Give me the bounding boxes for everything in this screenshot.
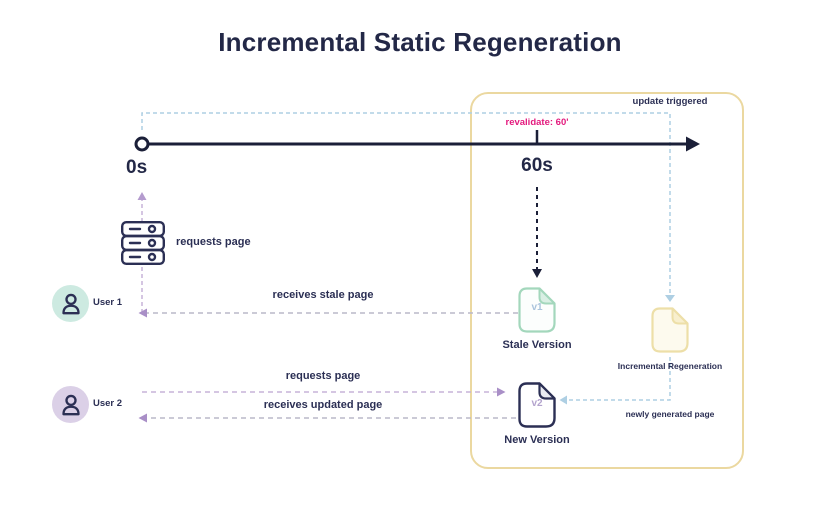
arrow-left-icon <box>138 308 147 318</box>
arrow-left-icon <box>559 395 567 405</box>
timeline <box>134 130 700 152</box>
timeline-arrowhead-icon <box>686 136 700 152</box>
new-version-label: New Version <box>504 434 570 446</box>
newly-generated-path <box>567 357 671 401</box>
regeneration-zone-box <box>470 92 744 469</box>
revalidate-label: revalidate: 60' <box>505 117 569 128</box>
timeline-end-label: 60s <box>521 155 553 176</box>
user1-label: User 1 <box>93 297 123 308</box>
user2-label: User 2 <box>93 398 123 409</box>
regenerated-document-icon <box>651 307 689 353</box>
update-triggered-label: update triggered <box>632 96 708 107</box>
arrow-down-icon <box>532 269 542 278</box>
arrow-down-icon <box>665 295 675 302</box>
user1-receive-label: receives stale page <box>272 289 374 301</box>
user1-request-label: requests page <box>176 236 251 248</box>
new-version-tag: v2 <box>531 398 543 409</box>
update-trigger-path <box>141 112 671 295</box>
new-document-icon <box>518 382 556 428</box>
timeline-start-label: 0s <box>126 157 148 178</box>
user1-avatar <box>52 285 89 322</box>
stale-version-label: Stale Version <box>502 339 572 351</box>
newly-generated-label: newly generated page <box>625 409 715 419</box>
user-icon <box>61 394 80 415</box>
timeline-start-dot <box>134 136 150 152</box>
arrow-up-icon <box>137 192 147 200</box>
arrow-left-icon <box>138 413 147 423</box>
stale-version-tag: v1 <box>531 302 543 313</box>
page-title: Incremental Static Regeneration <box>218 27 622 57</box>
user2-request-label: requests page <box>285 370 361 382</box>
user-icon <box>61 293 80 314</box>
user2-receive-label: receives updated page <box>263 399 383 411</box>
user2-avatar <box>52 386 89 423</box>
stale-document-icon <box>518 287 556 333</box>
server-icon <box>121 221 165 266</box>
incremental-regeneration-label: Incremental Regeneration <box>617 361 723 371</box>
arrow-right-icon <box>497 387 506 397</box>
